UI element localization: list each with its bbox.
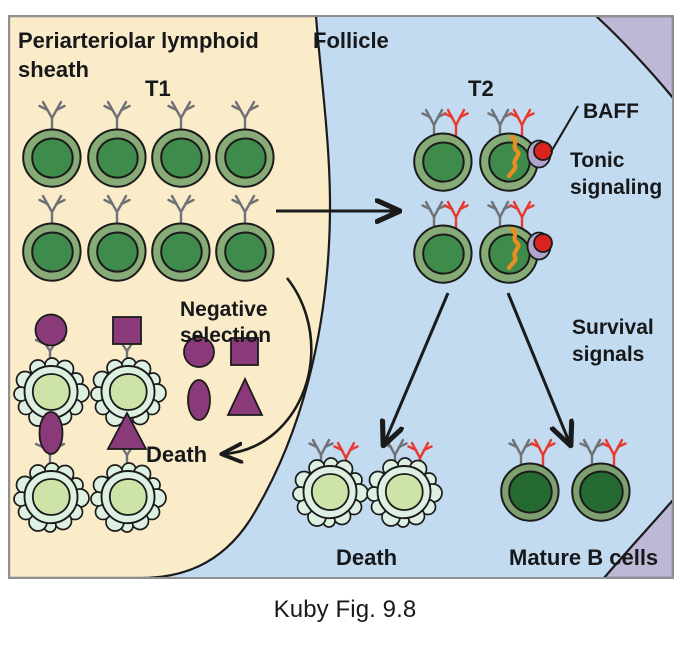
legend-antigen-square-icon	[230, 337, 259, 366]
figure-frame	[8, 15, 674, 579]
apoptotic-cell-antigen-triangle	[90, 411, 167, 533]
pals-death-label: Death	[146, 442, 207, 467]
antigen-circle-icon	[34, 313, 68, 347]
baff-leader-line	[550, 105, 579, 153]
antigen-square-icon	[112, 316, 142, 345]
pals-label-line1: Periarteriolar lymphoid	[18, 28, 259, 53]
t2-stage-label: T2	[468, 76, 494, 101]
survival-signals-label-line2: signals	[572, 343, 644, 366]
legend-antigen-triangle-icon	[226, 376, 264, 416]
t1-stage-label: T1	[145, 76, 171, 101]
survival-signals-label-line1: Survival	[572, 316, 654, 339]
pals-apoptotic-group	[13, 313, 167, 533]
legend-antigen-circle-icon	[183, 336, 215, 368]
negative-selection-label-line2: selection	[180, 324, 271, 347]
follicle-label: Follicle	[313, 28, 389, 53]
arrow-negative-selection-to-death	[223, 277, 313, 454]
antigen-oval-icon	[38, 411, 64, 455]
pals-label-line2: sheath	[18, 57, 89, 82]
apoptotic-cell-antigen-square	[90, 316, 167, 428]
illustration-body: Periarteriolar lymphoid sheath Follicle …	[9, 16, 673, 578]
legend-antigen-oval-icon	[187, 379, 211, 421]
negative-selection-label-line1: Negative	[180, 298, 268, 321]
tonic-signaling-label-line2: signaling	[570, 176, 662, 199]
mature-b-cells-label: Mature B cells	[509, 545, 658, 570]
apoptotic-cell-antigen-oval	[13, 411, 90, 533]
arrow-t2-to-death	[384, 292, 450, 444]
figure-caption: Kuby Fig. 9.8	[273, 596, 417, 623]
follicle-death-label: Death	[336, 545, 397, 570]
antigen-legend	[183, 336, 264, 421]
arrow-t2-to-mature	[506, 292, 570, 444]
antigen-triangle-icon	[106, 411, 148, 450]
baff-label: BAFF	[583, 100, 639, 123]
tonic-signaling-label-line1: Tonic	[570, 149, 625, 172]
apoptotic-cell-antigen-circle	[13, 313, 90, 428]
